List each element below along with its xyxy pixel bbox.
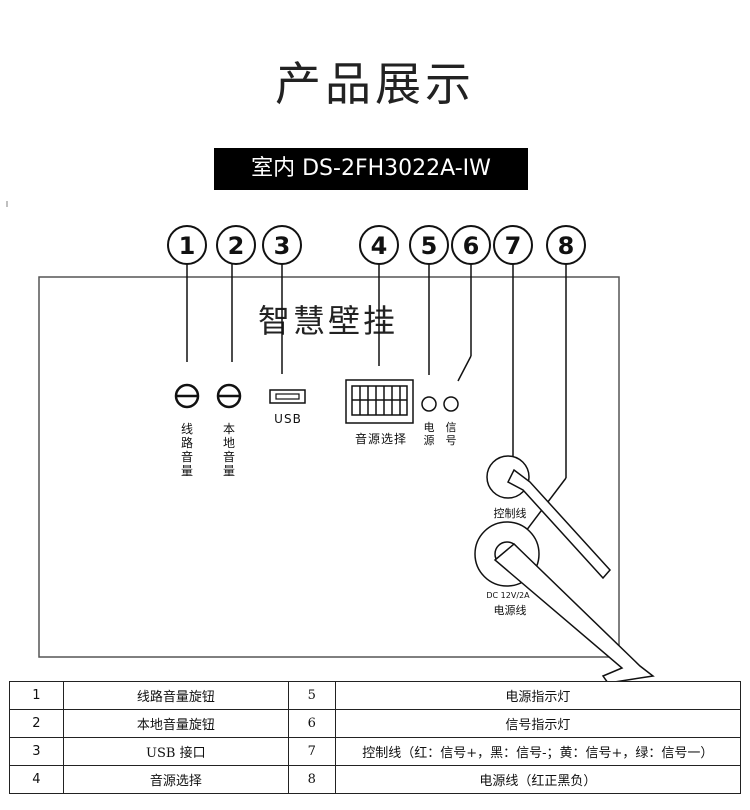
table-cell: 控制线（红：信号+，黑：信号-；黄：信号+，绿：信号一） bbox=[334, 737, 742, 766]
svg-text:路: 路 bbox=[181, 435, 193, 450]
callout-7: 7 bbox=[493, 225, 533, 265]
power-led-label: 电 源 bbox=[424, 421, 435, 447]
svg-text:号: 号 bbox=[446, 434, 457, 447]
svg-text:地: 地 bbox=[223, 436, 235, 450]
device-panel bbox=[38, 276, 620, 658]
callout-8: 8 bbox=[546, 225, 586, 265]
callout-2: 2 bbox=[216, 225, 256, 265]
leader-6b bbox=[457, 355, 472, 382]
table-cell: 3 bbox=[9, 737, 64, 766]
callout-4: 4 bbox=[359, 225, 399, 265]
callout-1: 1 bbox=[167, 225, 207, 265]
table-row: 1 线路音量旋钮 5 电源指示灯 bbox=[9, 681, 742, 710]
table-cell: 5 bbox=[287, 681, 336, 710]
line-volume-knob bbox=[174, 383, 200, 409]
table-cell: 电源指示灯 bbox=[334, 681, 742, 710]
svg-text:6: 6 bbox=[463, 232, 480, 260]
svg-text:4: 4 bbox=[371, 232, 388, 260]
callout-6: 6 bbox=[451, 225, 491, 265]
device-diagram: 智慧壁挂 1 2 3 4 5 bbox=[6, 201, 655, 681]
dc-rating-label: DC 12V/2A bbox=[486, 591, 530, 600]
table-cell: 7 bbox=[287, 737, 336, 766]
table-row: 4 音源选择 8 电源线（红正黑负） bbox=[9, 765, 742, 794]
signal-led-label: 信 号 bbox=[446, 421, 457, 447]
callout-5: 5 bbox=[409, 225, 449, 265]
svg-text:线: 线 bbox=[181, 422, 193, 436]
usb-port bbox=[269, 389, 306, 404]
svg-text:音: 音 bbox=[181, 449, 193, 464]
power-led bbox=[421, 396, 437, 412]
table-cell: 音源选择 bbox=[62, 765, 289, 794]
svg-text:量: 量 bbox=[223, 464, 235, 478]
local-volume-label: 本 地 音 量 bbox=[223, 422, 235, 478]
source-select-switch bbox=[345, 379, 414, 424]
spec-table: 1 线路音量旋钮 5 电源指示灯 2 本地音量旋钮 6 信号指示灯 3 USB … bbox=[9, 681, 742, 794]
svg-text:量: 量 bbox=[181, 464, 193, 478]
table-cell: 2 bbox=[9, 709, 64, 738]
line-volume-label: 线 路 音 量 bbox=[181, 422, 193, 478]
table-cell: 本地音量旋钮 bbox=[62, 709, 289, 738]
power-cable bbox=[493, 542, 655, 681]
svg-text:2: 2 bbox=[228, 232, 245, 260]
table-cell: 信号指示灯 bbox=[334, 709, 742, 738]
svg-text:源: 源 bbox=[424, 433, 435, 447]
svg-text:音: 音 bbox=[223, 449, 235, 464]
svg-text:7: 7 bbox=[505, 232, 522, 260]
signal-led bbox=[443, 396, 459, 412]
usb-label: USB bbox=[274, 412, 302, 426]
callout-3: 3 bbox=[262, 225, 302, 265]
svg-text:信: 信 bbox=[446, 421, 457, 434]
svg-text:电: 电 bbox=[424, 421, 435, 434]
table-cell: 4 bbox=[9, 765, 64, 794]
svg-text:5: 5 bbox=[421, 232, 438, 260]
page-title: 产品展示 bbox=[275, 57, 475, 111]
source-select-label: 音源选择 bbox=[355, 431, 407, 446]
svg-text:8: 8 bbox=[558, 232, 575, 260]
control-cable-label: 控制线 bbox=[494, 506, 527, 520]
power-cable-label: 电源线 bbox=[494, 603, 527, 617]
table-cell: 8 bbox=[287, 765, 336, 794]
svg-text:3: 3 bbox=[274, 232, 291, 260]
table-cell: 6 bbox=[287, 709, 336, 738]
model-banner: 室内 DS-2FH3022A-IW bbox=[214, 148, 528, 190]
table-row: 2 本地音量旋钮 6 信号指示灯 bbox=[9, 709, 742, 738]
table-cell: 线路音量旋钮 bbox=[62, 681, 289, 710]
svg-text:本: 本 bbox=[223, 422, 235, 436]
table-cell: 1 bbox=[9, 681, 64, 710]
control-cable bbox=[507, 468, 612, 580]
local-volume-knob bbox=[216, 383, 242, 409]
svg-text:1: 1 bbox=[179, 232, 196, 260]
table-cell: USB 接口 bbox=[62, 737, 289, 766]
table-cell: 电源线（红正黑负） bbox=[334, 765, 742, 794]
table-row: 3 USB 接口 7 控制线（红：信号+，黑：信号-；黄：信号+，绿：信号一） bbox=[9, 737, 742, 766]
product-label: 智慧壁挂 bbox=[258, 302, 398, 340]
